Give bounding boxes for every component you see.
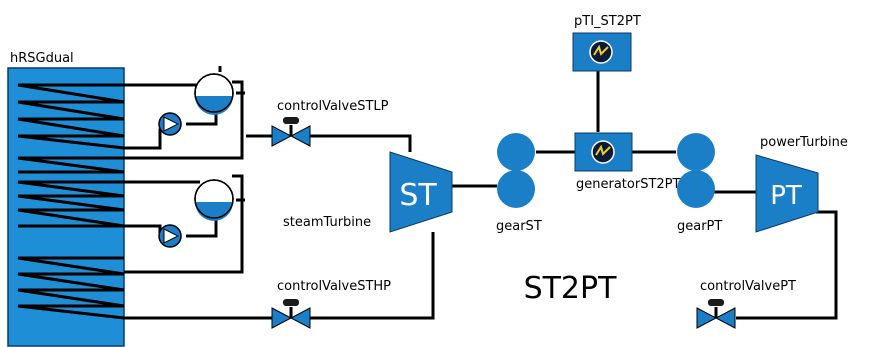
hrsg-block[interactable] — [7, 67, 125, 347]
control-valve-sthp[interactable] — [271, 299, 311, 329]
control-valve-stlp[interactable] — [271, 117, 311, 147]
control-valve-pt[interactable] — [696, 299, 736, 329]
generator-label: generatorST2PT — [576, 177, 680, 192]
hrsg-coil-3 — [17, 180, 125, 228]
steam-turbine-label: steamTurbine — [283, 215, 371, 230]
gear-pt-label: gearPT — [677, 219, 722, 234]
control-valve-stlp-label: controlValveSTLP — [277, 99, 389, 114]
pump-lower-icon — [158, 224, 182, 248]
steam-turbine-text: ST — [399, 178, 437, 213]
pti-block[interactable] — [572, 32, 632, 72]
control-valve-pt-label: controlValvePT — [700, 279, 796, 294]
generator[interactable] — [574, 132, 633, 172]
power-turbine-label: powerTurbine — [760, 135, 848, 150]
power-turbine-text: PT — [770, 181, 802, 211]
gear-st[interactable] — [497, 133, 535, 208]
hrsg-label: hRSGdual — [10, 51, 74, 66]
connections — [124, 70, 838, 320]
power-turbine[interactable]: PT — [755, 154, 819, 233]
diagram-title: ST2PT — [524, 271, 618, 306]
drum-upper-icon — [194, 73, 234, 115]
control-valve-sthp-label: controlValveSTHP — [277, 279, 391, 294]
gear-st-label: gearST — [496, 219, 542, 234]
steam-turbine[interactable]: ST — [389, 151, 453, 233]
pti-label: pTI_ST2PT — [574, 14, 641, 29]
hrsg-coil-4 — [17, 256, 125, 320]
hrsg-coil-1 — [17, 83, 125, 150]
pump-upper-icon — [158, 112, 182, 136]
hrsg-coil-2 — [17, 156, 125, 174]
drum-lower-icon — [194, 179, 234, 221]
gear-pt[interactable] — [677, 133, 715, 208]
